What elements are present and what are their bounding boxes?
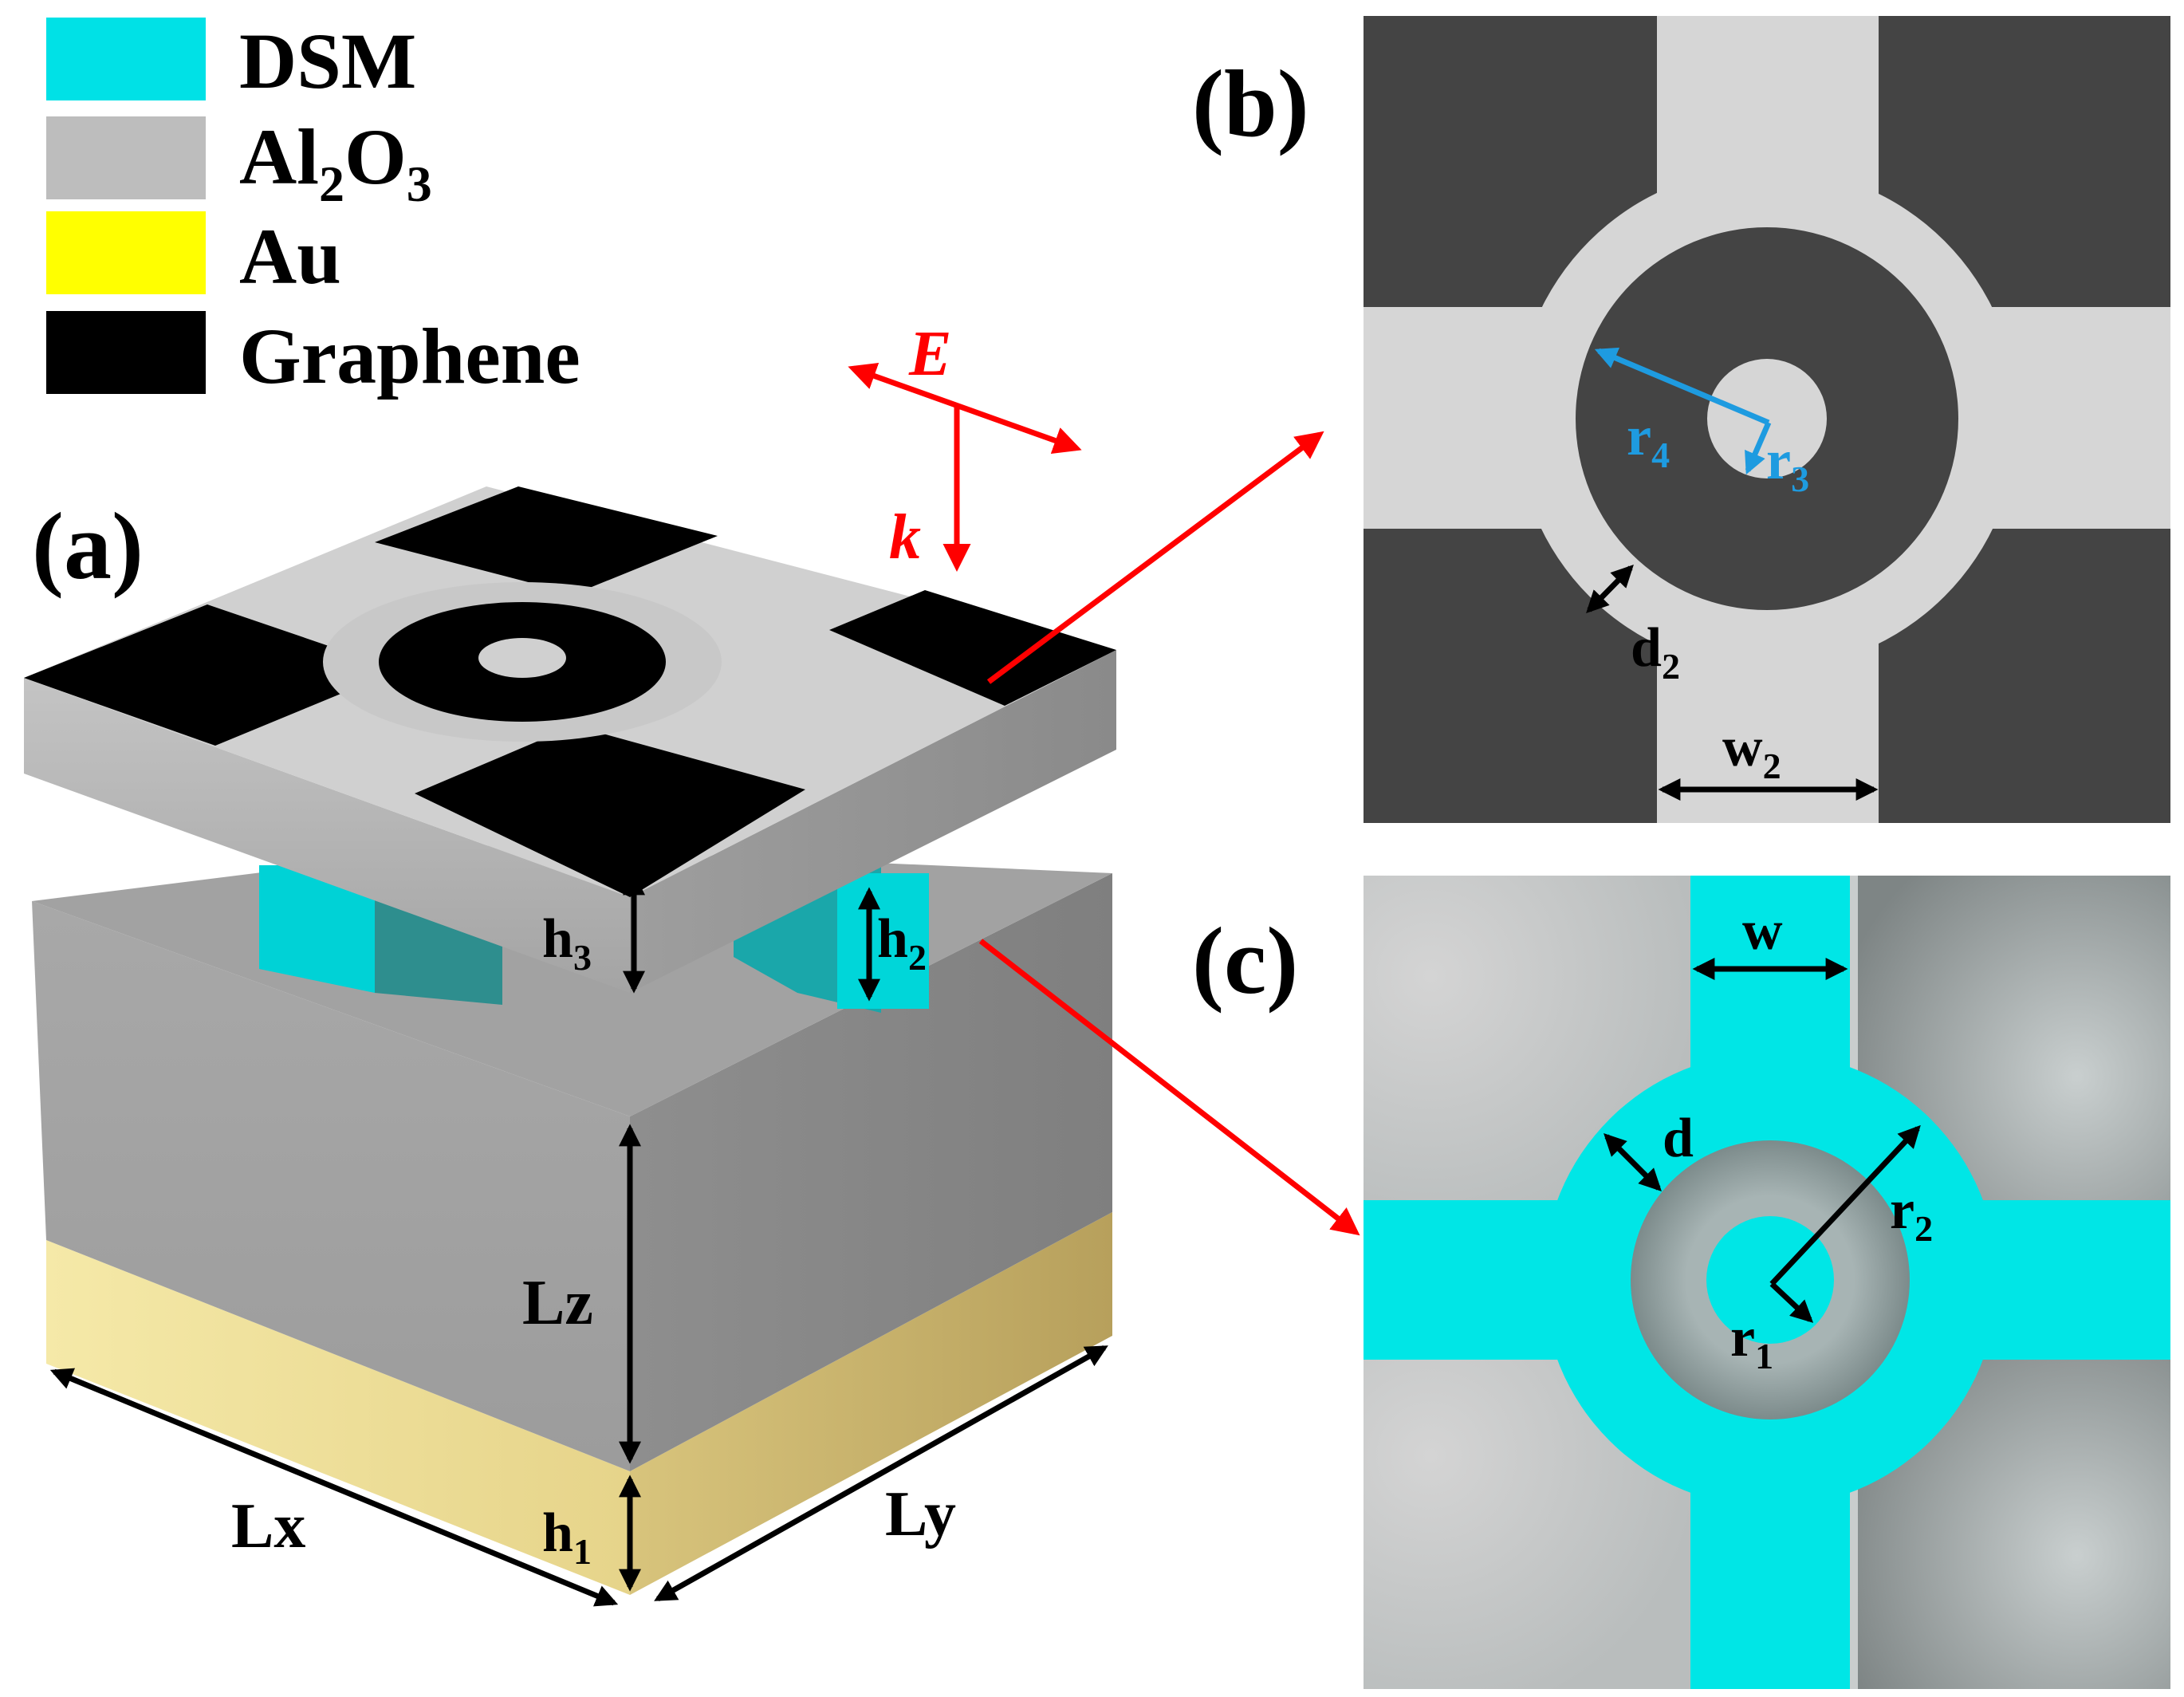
d-arrow [1604, 1133, 1662, 1191]
lx-label: Lx [231, 1491, 305, 1561]
panel-a: (a) h3 h2 Lz [24, 319, 1360, 1607]
graphene-patch-back [375, 486, 718, 594]
h3-label: h3 [542, 908, 592, 978]
r1-label: r1 [1730, 1307, 1773, 1376]
r3-label: r3 [1766, 430, 1809, 499]
lx-arrow [49, 1368, 619, 1607]
panel-c: (c) w d r2 r1 [1192, 876, 2170, 1689]
graphene-ring-inner [478, 638, 566, 678]
dsm-pillar-left [259, 865, 375, 993]
legend-label-alumina: Al2O3 [239, 112, 432, 212]
panel-b: (b) r4 r3 d2 w2 [1192, 16, 2170, 823]
spacer-front [32, 901, 630, 1471]
graphene-patch-front [415, 726, 805, 897]
pointer-arrow-to-b [986, 431, 1324, 684]
graphene-patch-right [829, 590, 1116, 706]
e-field-arrow [848, 362, 1082, 455]
panel-b-center-hole [1707, 359, 1827, 478]
slab-side [630, 650, 1116, 993]
panel-label-a: (a) [32, 493, 144, 599]
r2-label: r2 [1890, 1179, 1933, 1249]
spacer-side [630, 873, 1112, 1471]
panel-label-c: (c) [1192, 908, 1298, 1014]
legend: DSM Al2O3 Au Graphene [46, 17, 580, 400]
d2-arrow [1586, 565, 1634, 613]
legend-swatch-gold [46, 211, 206, 294]
legend-label-gold: Au [239, 212, 341, 301]
h2-label: h2 [877, 908, 927, 978]
legend-label-graphene: Graphene [239, 312, 580, 400]
lz-label: Lz [522, 1268, 593, 1338]
r4-arrow [1594, 347, 1770, 426]
r4-label: r4 [1627, 406, 1670, 475]
pointer-arrow-to-c [978, 939, 1360, 1236]
graphene-patch-left [24, 604, 399, 746]
slab-front [24, 678, 630, 993]
r3-arrow [1745, 421, 1772, 475]
e-field-label: E [908, 319, 951, 389]
legend-swatch-graphene [46, 311, 206, 394]
legend-swatch-alumina [46, 116, 206, 199]
panel-label-b: (b) [1192, 50, 1309, 156]
k-vector-label: k [889, 502, 921, 573]
w-label: w [1742, 900, 1783, 962]
d2-label: d2 [1631, 617, 1680, 687]
ly-label: Ly [885, 1479, 956, 1549]
d-label: d [1663, 1108, 1694, 1169]
legend-label-dsm: DSM [239, 17, 416, 105]
legend-swatch-dsm [46, 18, 206, 100]
ly-arrow [654, 1345, 1108, 1602]
w2-label: w2 [1722, 717, 1781, 786]
r1-arrow [1769, 1282, 1814, 1323]
r2-arrow [1769, 1124, 1921, 1286]
